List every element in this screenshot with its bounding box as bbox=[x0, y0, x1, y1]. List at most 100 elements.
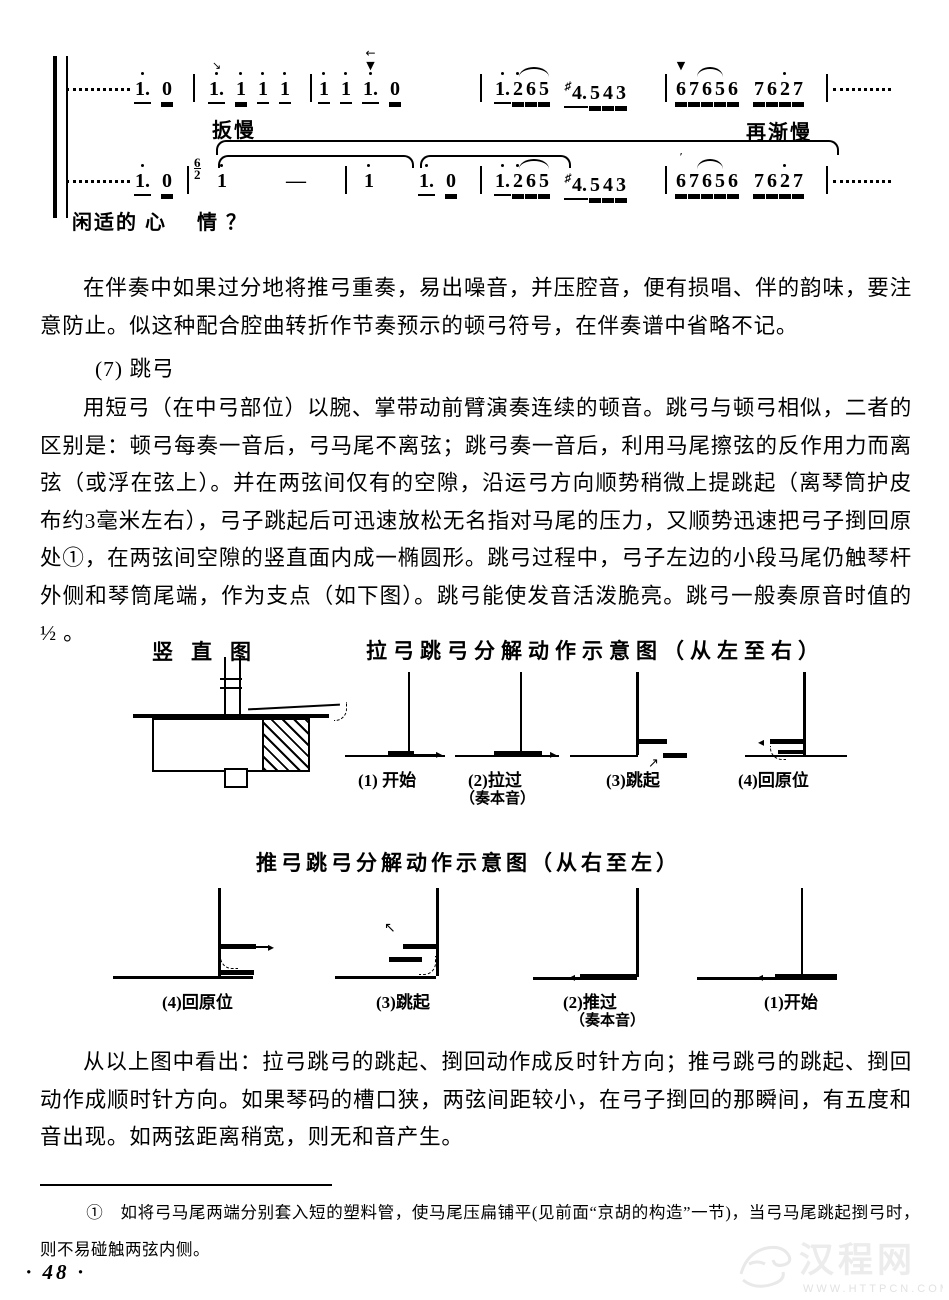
figure-title-pull: 拉弓跳弓分解动作示意图（从左至右） bbox=[366, 639, 825, 663]
bow-segment-raised bbox=[663, 753, 687, 758]
step-subcaption: （奏本音） bbox=[570, 1013, 646, 1029]
meter-bottom: 2 bbox=[194, 167, 201, 182]
score-measure: 1.0 bbox=[418, 164, 467, 194]
paragraph-conclusion: 从以上图中看出：拉弓跳弓的跳起、捯回动作成反时针方向；推弓跳弓的跳起、捯回动作成… bbox=[40, 1050, 912, 1149]
leader-dots bbox=[833, 180, 891, 183]
curve-arrow bbox=[334, 702, 347, 721]
arrow-shaft bbox=[414, 754, 438, 756]
watermark-site-url: WWW.HTTPCN.COM bbox=[803, 1283, 943, 1295]
step-caption: (2)推过 bbox=[563, 993, 617, 1012]
barline bbox=[310, 74, 312, 102]
arrow-up-right-icon: ↗ bbox=[648, 756, 659, 771]
bow-segment bbox=[775, 974, 837, 979]
string-line bbox=[520, 672, 522, 755]
section-heading: (7) 跳弓 bbox=[95, 357, 175, 381]
arrow-left-icon: ◂ bbox=[569, 970, 576, 984]
lyrics: 闲适的 心 bbox=[72, 212, 167, 234]
score-measure: 1 bbox=[363, 164, 385, 194]
barrel-tab bbox=[224, 768, 248, 788]
figure-push-bow: 推弓跳弓分解动作示意图（从右至左） ▸ (4)回原位 ↖ (3)跳起 ◂ (2)… bbox=[0, 845, 949, 1040]
string-line bbox=[218, 888, 221, 976]
bow-segment-raised bbox=[638, 739, 667, 744]
string-line bbox=[636, 888, 639, 977]
barline bbox=[480, 74, 482, 102]
phrase-slur bbox=[218, 155, 414, 168]
tie-slur bbox=[420, 155, 571, 168]
bow-segment-raised bbox=[403, 944, 436, 949]
page-number: · 48 · bbox=[26, 1260, 86, 1284]
bow-line bbox=[570, 755, 638, 757]
hatched-section bbox=[262, 718, 310, 772]
leader-dots bbox=[66, 88, 130, 91]
watermark-site-name: 汉程网 bbox=[799, 1241, 916, 1280]
string-line bbox=[801, 888, 803, 977]
bow-segment bbox=[580, 974, 637, 979]
meter-top: 6 bbox=[194, 155, 201, 170]
barline bbox=[826, 166, 828, 194]
tempo-mark: 再渐慢 bbox=[746, 122, 812, 144]
watermark: 汉程网 WWW.HTTPCN.COM bbox=[733, 1230, 949, 1300]
barline bbox=[826, 74, 828, 102]
barline bbox=[480, 166, 482, 194]
figure-pull-bow: 竖直图 拉弓跳弓分解动作示意图（从左至右） ▸ (1) 开始 ▸ (2)拉过 （… bbox=[0, 630, 949, 840]
step-caption: (4)回原位 bbox=[162, 993, 233, 1012]
leader-dots bbox=[833, 88, 891, 91]
step-caption: (2)拉过 bbox=[468, 771, 522, 790]
string-line bbox=[436, 888, 439, 976]
score-measure: 1.0 bbox=[134, 164, 183, 194]
curve-arrow bbox=[220, 952, 238, 969]
bow-line bbox=[697, 977, 837, 980]
score-measure: 1 bbox=[216, 164, 238, 194]
bow-segment bbox=[494, 751, 542, 756]
bow-line bbox=[345, 755, 445, 757]
lyrics: 情 ？ bbox=[197, 212, 248, 234]
curve-arrow bbox=[419, 956, 436, 975]
step-caption: (4)回原位 bbox=[738, 771, 809, 790]
string-line bbox=[408, 672, 410, 755]
dragon-logo-icon bbox=[739, 1245, 792, 1288]
bow-hair-line bbox=[248, 703, 340, 711]
slur-arc bbox=[697, 159, 723, 169]
arrow-left-icon: ◂ bbox=[757, 970, 764, 984]
paragraph-jumping-bow: 用短弓（在中弓部位）以腕、掌带动前臂演奏连续的顿音。跳弓与顿弓相似，二者的区别是… bbox=[40, 396, 912, 645]
string-line bbox=[803, 672, 806, 755]
barline bbox=[187, 166, 189, 194]
bow-line bbox=[335, 976, 436, 979]
bow-segment bbox=[388, 751, 414, 756]
barline bbox=[193, 74, 195, 102]
figure-title-vertical: 竖直图 bbox=[152, 640, 269, 664]
bow-segment-raised bbox=[389, 957, 422, 962]
leader-dots bbox=[66, 180, 130, 183]
step-caption: (3)跳起 bbox=[606, 771, 660, 790]
paragraph-accompaniment: 在伴奏中如果过分地将推弓重奏，易出噪音，并压腔音，便有损唱、伴的韵味，要注意防止… bbox=[40, 276, 912, 338]
footnote-rule bbox=[40, 1184, 332, 1186]
figure-title-push: 推弓跳弓分解动作示意图（从右至左） bbox=[256, 851, 681, 875]
barline bbox=[665, 74, 667, 102]
barline bbox=[345, 166, 347, 194]
neck-collar bbox=[220, 678, 242, 689]
step-caption: (1)开始 bbox=[764, 993, 818, 1012]
bow-segment bbox=[778, 750, 805, 754]
step-subcaption: （奏本音） bbox=[460, 791, 536, 807]
step-caption: (3)跳起 bbox=[376, 993, 430, 1012]
barline bbox=[665, 166, 667, 194]
bow-line bbox=[113, 976, 253, 979]
string-line bbox=[636, 672, 639, 755]
tempo-mark: 扳慢 bbox=[212, 120, 256, 142]
bow-stick bbox=[133, 714, 329, 718]
bow-line bbox=[745, 755, 847, 757]
arrow-shaft bbox=[256, 946, 270, 948]
arrow-right-icon: ▸ bbox=[550, 747, 557, 761]
phrase-slur bbox=[216, 140, 839, 155]
arrow-right-icon: ▸ bbox=[436, 747, 443, 761]
system-brace bbox=[53, 56, 68, 218]
slur-arc bbox=[519, 67, 549, 77]
bow-line bbox=[455, 755, 559, 757]
